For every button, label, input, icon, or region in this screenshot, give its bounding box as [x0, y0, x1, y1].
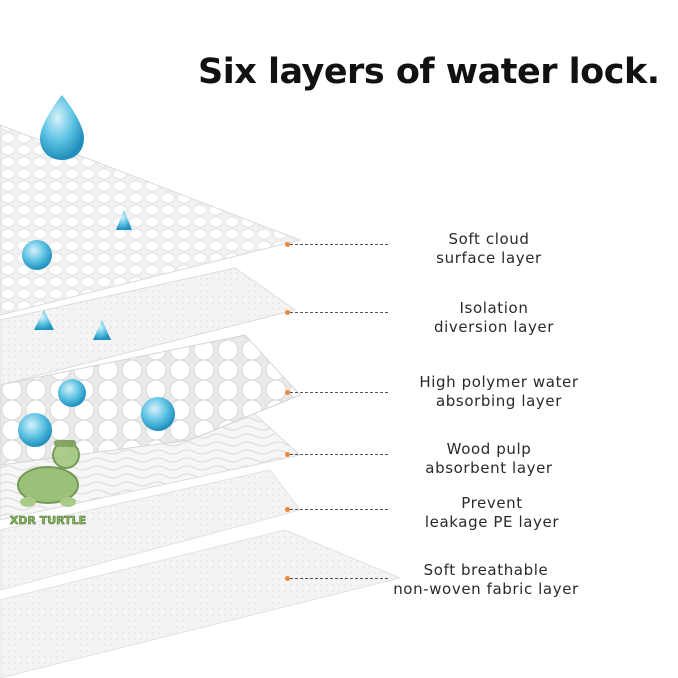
- polymer-drop-icon: [18, 413, 52, 447]
- layer-pe: [0, 469, 301, 591]
- leader-line: [290, 244, 388, 245]
- layer-nonwoven: [0, 529, 400, 678]
- polymer-drop-icon: [58, 379, 86, 407]
- leader-line: [290, 509, 388, 510]
- leader-dot: [285, 452, 290, 457]
- leader-dot: [285, 390, 290, 395]
- water-drop-icon: [22, 240, 52, 270]
- leader-line: [290, 578, 388, 579]
- layer-label-nonwoven: Soft breathable non-woven fabric layer: [393, 561, 579, 598]
- layer-label-pe: Prevent leakage PE layer: [424, 494, 560, 531]
- leader-line: [290, 312, 388, 313]
- leader-dot: [285, 310, 290, 315]
- layer-label-wood-pulp: Wood pulp absorbent layer: [425, 440, 553, 477]
- leader-dot: [285, 507, 290, 512]
- leader-dot: [285, 242, 290, 247]
- layer-label-soft-cloud: Soft cloud surface layer: [436, 230, 542, 267]
- water-drop-icon: [40, 95, 84, 160]
- water-drop-icon: [116, 210, 132, 230]
- watermark-text: XDR TURTLE: [10, 514, 86, 527]
- leader-line: [290, 454, 388, 455]
- layers-illustration: XDR TURTLE: [0, 95, 400, 678]
- water-drop-icon: [34, 310, 54, 330]
- layer-label-isolation: Isolation diversion layer: [433, 299, 555, 336]
- turtle-logo: [17, 440, 80, 507]
- water-drop-icon: [93, 320, 111, 340]
- layer-label-polymer: High polymer water absorbing layer: [419, 373, 579, 410]
- layer-polymer: [0, 334, 301, 466]
- layer-isolation: [0, 267, 297, 386]
- headline: Six layers of water lock.: [198, 52, 660, 92]
- leader-dot: [285, 576, 290, 581]
- layer-cloud-surface: [0, 124, 302, 316]
- leader-line: [290, 392, 388, 393]
- polymer-drop-icon: [141, 397, 175, 431]
